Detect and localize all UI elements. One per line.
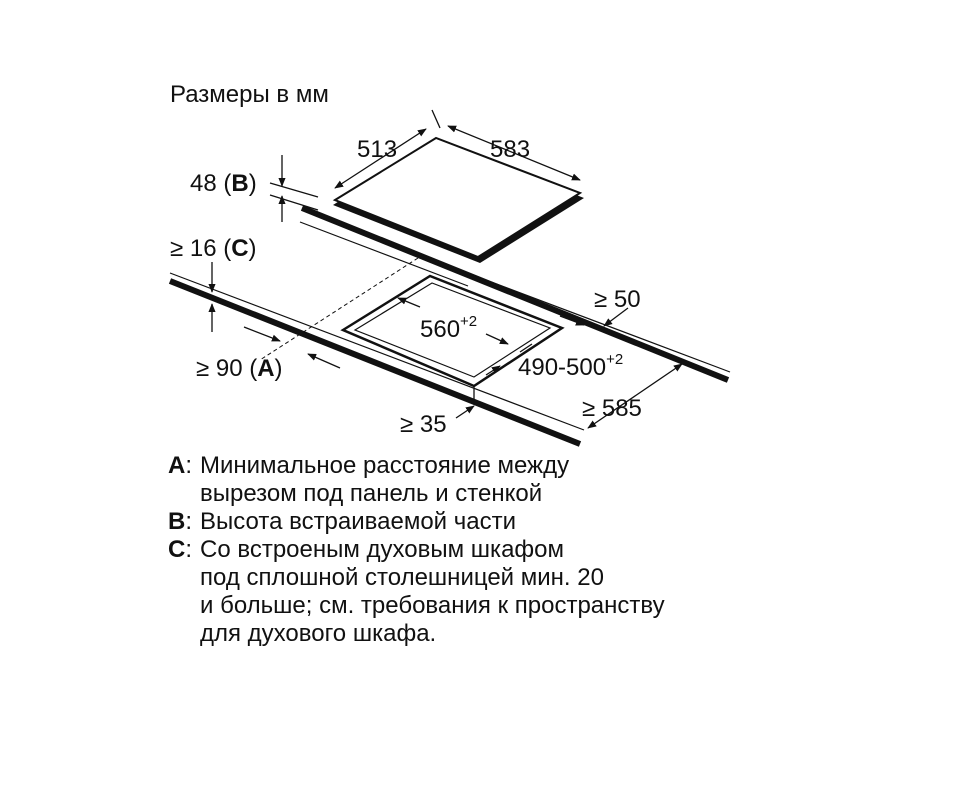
dim-counter-depth-label: ≥ 585 [582,395,642,422]
dim-back-gap [559,307,629,327]
legend-text: Высота встраиваемой части [200,508,788,536]
dim-wall-a-label: ≥ 90 (A) [196,355,283,382]
dim-min-c-label: ≥ 16 (C) [170,235,257,262]
legend-line: и больше; см. требования к пространству [200,592,665,619]
legend-line: Со встроеным духовым шкафом [200,536,565,563]
dim-height-b [269,155,319,222]
diagram-title: Размеры в мм [170,81,329,108]
dim-front-gap-label: ≥ 35 [400,411,447,438]
legend-line: вырезом под панель и стенкой [200,480,543,507]
legend-line: Минимальное расстояние между [200,452,570,479]
legend-line: под сплошной столешницей мин. 20 [200,564,604,591]
legend-line: Высота встраиваемой части [200,508,517,535]
countertop [168,205,731,447]
legend-key: B: [168,508,193,535]
dim-wall-a [243,326,341,369]
dim-width-label: 583 [490,136,530,163]
legend-key: C: [168,536,193,563]
projection-lines [259,257,419,361]
legend-line: для духового шкафа. [200,620,437,647]
dim-cut-depth-label: 490-500+2 [518,351,623,381]
dim-height-b-label: 48 (B) [190,170,257,197]
dim-depth-label: 513 [357,136,397,163]
dim-cut-width [397,297,509,345]
dim-back-gap-label: ≥ 50 [594,286,641,313]
legend-key: A: [168,452,193,479]
dim-cut-width-label: 560+2 [420,313,477,343]
legend-item-b: B: Высота встраиваемой части [168,508,788,536]
dim-counter-depth [587,363,683,429]
dim-cut-depth [485,343,533,376]
dim-top [334,109,581,189]
dim-front-gap [455,386,475,419]
